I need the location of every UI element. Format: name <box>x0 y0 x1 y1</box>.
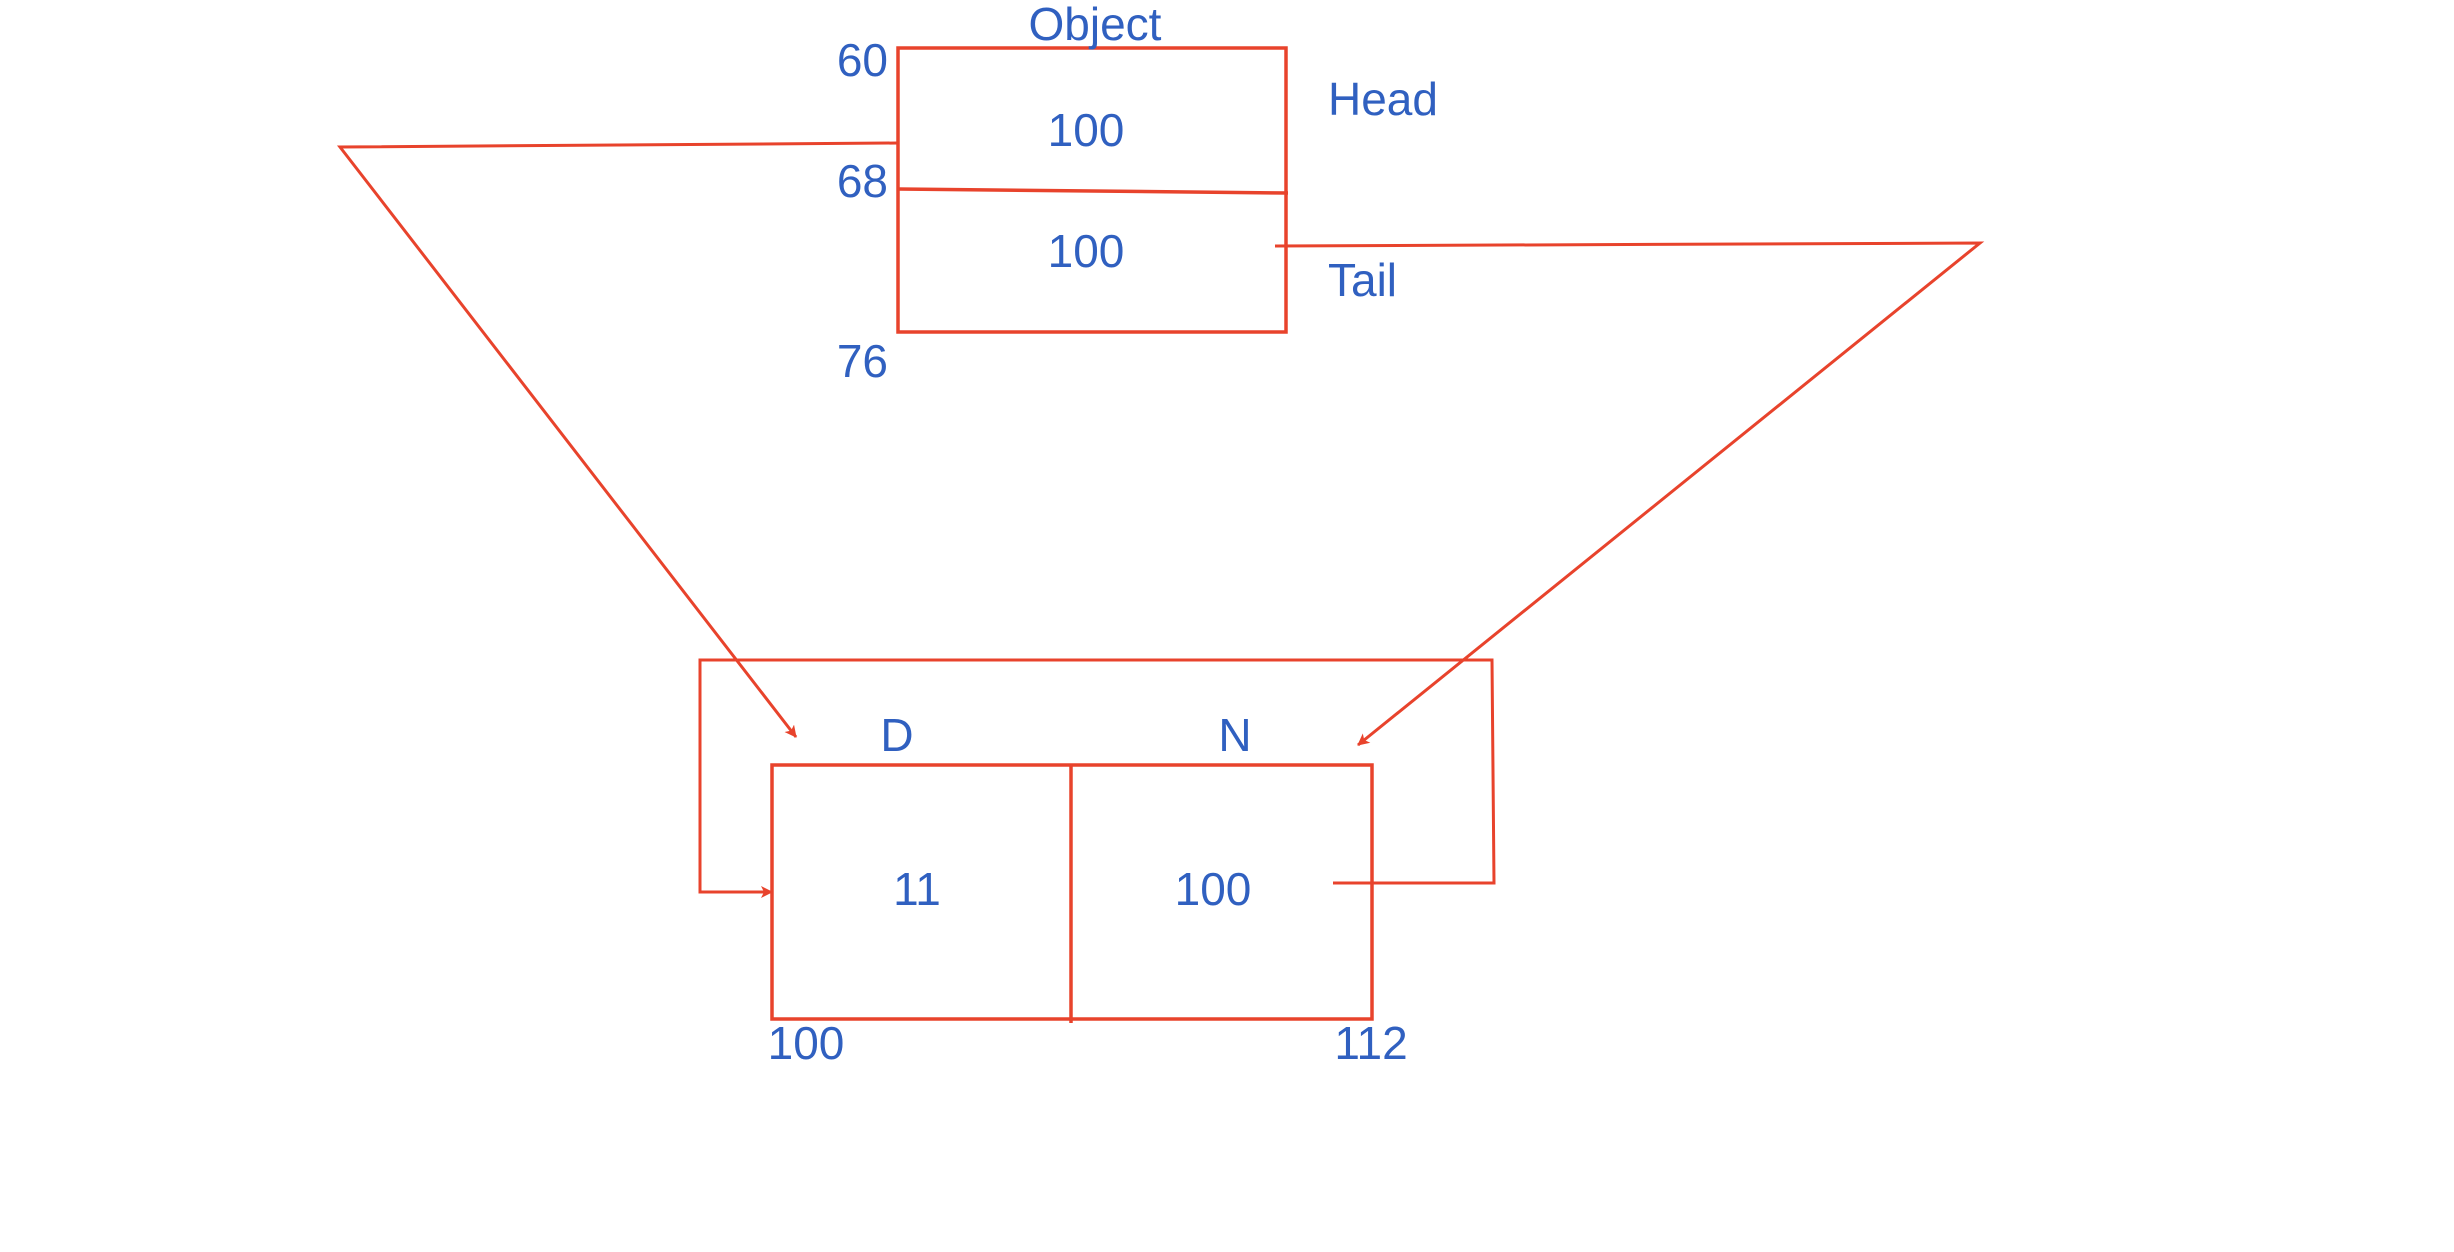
object-tail-value: 100 <box>1048 225 1125 277</box>
node-data-header: D <box>880 709 913 761</box>
node-next-value: 100 <box>1175 863 1252 915</box>
address-label-60: 60 <box>837 34 888 86</box>
node-data-value: 11 <box>893 863 941 915</box>
object-box-divider <box>897 187 1289 195</box>
tail-pointer-arrow <box>1274 241 1985 747</box>
address-label-68: 68 <box>837 155 888 207</box>
tail-label: Tail <box>1328 254 1397 306</box>
node-box <box>770 763 1374 1023</box>
object-title: Object <box>1029 0 1162 50</box>
next-pointer-loop-arrow <box>698 658 1496 898</box>
object-head-value: 100 <box>1048 104 1125 156</box>
address-label-100: 100 <box>768 1017 845 1069</box>
head-label: Head <box>1328 73 1438 125</box>
address-label-76: 76 <box>837 335 888 387</box>
address-label-112: 112 <box>1334 1017 1407 1069</box>
head-pointer-arrow <box>336 141 899 738</box>
object-box <box>896 46 1289 334</box>
node-next-header: N <box>1218 709 1251 761</box>
